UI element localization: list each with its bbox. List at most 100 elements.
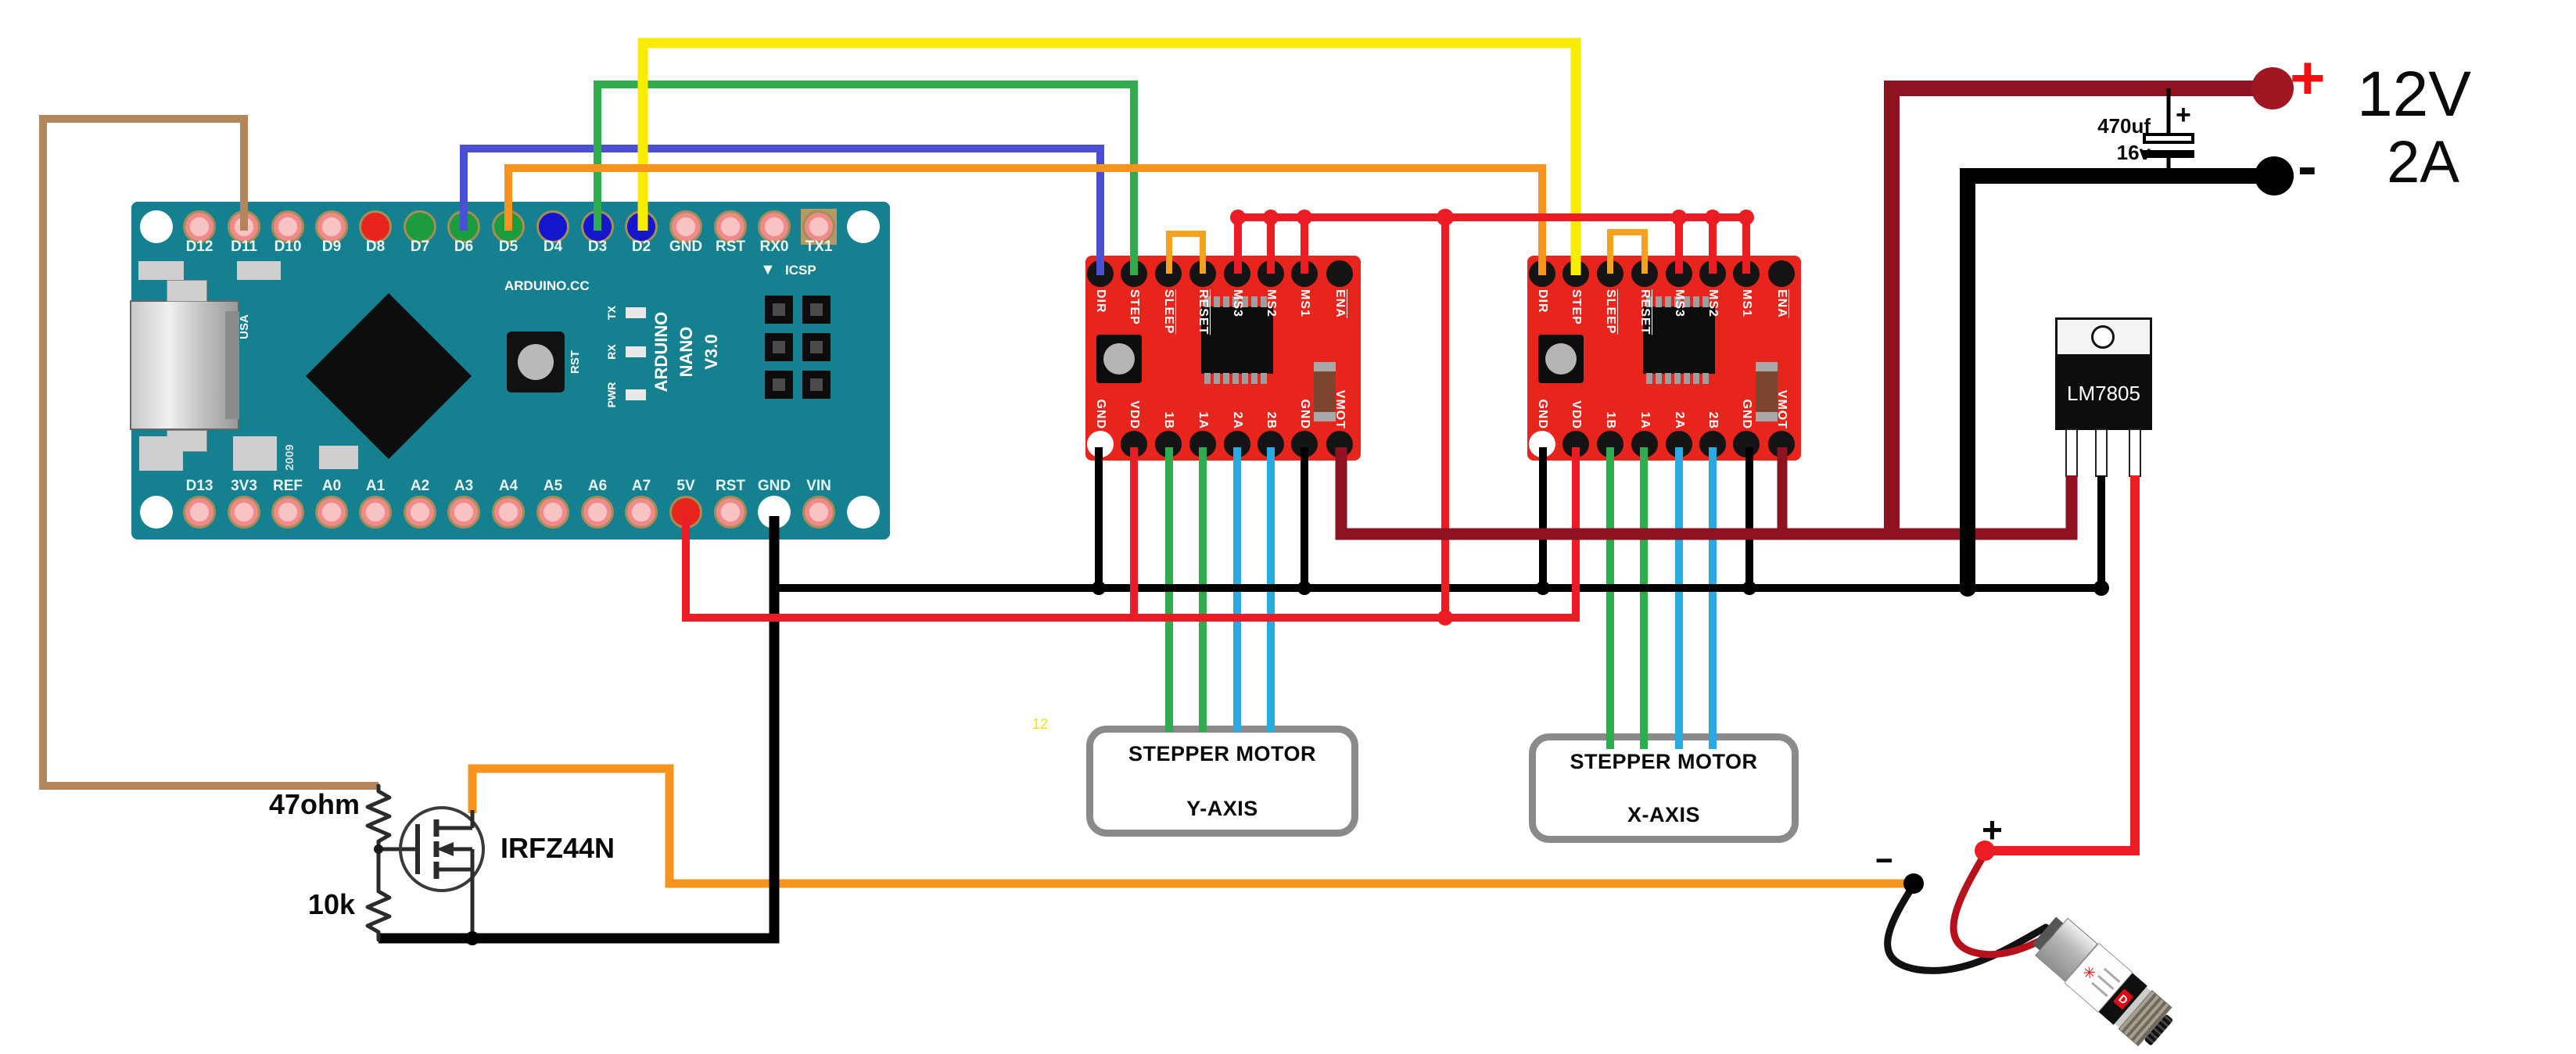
- junction-dot: [1297, 210, 1312, 225]
- brand-line: ARDUINO: [651, 311, 671, 393]
- arduino-pin-bottom-A1: [359, 496, 392, 529]
- arduino-pin-label-3V3: 3V3: [231, 478, 257, 494]
- stepper-driver-x-ic-pin: [1693, 296, 1699, 307]
- stepper-driver-x-smd-cap-end: [1756, 412, 1778, 421]
- regulator-leg-gnd: [2095, 428, 2108, 477]
- stepper-driver-x-ic-pin: [1693, 373, 1699, 384]
- icsp-header-pin-center: [810, 341, 823, 353]
- reset-silk-label: RST: [569, 350, 582, 374]
- arduino-mounting-hole: [140, 210, 173, 243]
- arduino-pin-bottom-A0: [315, 496, 348, 529]
- resistor-10k-label: 10k: [307, 888, 355, 920]
- stepper-driver-x-trimpot-knob: [1545, 343, 1577, 375]
- brand-line: V3.0: [701, 334, 721, 370]
- stepper-driver-y-ic-pin: [1232, 373, 1239, 384]
- stepper-driver-x-ic-pin: [1674, 296, 1681, 307]
- arduino-pin-label-D2: D2: [631, 238, 651, 255]
- stepper-driver-y-ic-pin: [1204, 373, 1211, 384]
- arduino-pin-bottom-REF: [271, 496, 304, 529]
- rx-led: [626, 346, 646, 357]
- stepper-driver-x-ic-pin: [1702, 373, 1709, 384]
- icsp-header-pin-center: [773, 378, 785, 391]
- stepper-driver-y-pin-VDD-bottom: [1121, 431, 1147, 457]
- stepper-driver-y-trimpot-knob: [1103, 343, 1135, 375]
- stray-mark: 12: [1032, 716, 1049, 732]
- stepper-driver-y-pin-label-GND-bottom: GND: [1094, 399, 1107, 429]
- arduino-pin-label-A3: A3: [454, 478, 474, 494]
- stepper-driver-y-pin-RESET: [1189, 260, 1216, 287]
- stepper-driver-x-ic-pin: [1656, 373, 1662, 384]
- laser-plus-label: +: [1982, 809, 2003, 850]
- capacitor-value-label: 470uf: [2097, 114, 2151, 138]
- resistor-47ohm-label: 47ohm: [268, 788, 360, 820]
- stepper-driver-y-pin-label-1B-bottom: 1B: [1162, 411, 1175, 429]
- icsp-header-pin-center: [810, 378, 823, 391]
- junction-dot: [1437, 610, 1453, 626]
- arduino-pin-label-REF: REF: [273, 478, 303, 494]
- icsp-header-pin: [765, 333, 793, 361]
- stepper-driver-y-pin-label-GND-bottom: GND: [1298, 399, 1311, 429]
- stepper-driver-y-pin-MS1: [1291, 260, 1318, 287]
- motor-x-title: STEPPER MOTOR: [1570, 750, 1758, 773]
- stepper-driver-y-pin-label-2A-bottom: 2A: [1231, 411, 1244, 429]
- arduino-pin-label-TX1: TX1: [805, 238, 833, 255]
- laser-wire-black: [1884, 881, 2050, 974]
- junction-dot: [1903, 873, 1924, 894]
- stepper-driver-y-ic-pin: [1261, 296, 1267, 307]
- stepper-driver-y-pin-label-VMOT-bottom: VMOT: [1333, 389, 1347, 429]
- icsp-header-pin-center: [773, 303, 785, 316]
- stepper-driver-x-pin-label-VMOT-bottom: VMOT: [1775, 389, 1788, 429]
- stepper-driver-y-pin-MS3: [1224, 260, 1250, 287]
- stepper-driver-x-pin-label-VDD-bottom: VDD: [1570, 400, 1583, 429]
- arduino-pin-label-GND: GND: [757, 478, 791, 494]
- stepper-driver-x-ic-pin: [1674, 373, 1681, 384]
- arduino-pin-label-RST: RST: [716, 238, 745, 255]
- arduino-pin-label-A6: A6: [587, 478, 608, 494]
- arduino-pin-label-D4: D4: [543, 238, 563, 255]
- usa-silk-label: USA: [238, 314, 251, 339]
- arduino-pin-bottom-D13: [183, 496, 216, 529]
- arduino-pin-label-D6: D6: [454, 238, 474, 255]
- stepper-driver-x-pin-label-2A-bottom: 2A: [1673, 411, 1686, 429]
- laser-minus-label: --: [1875, 841, 1893, 876]
- solder-pad: [139, 436, 183, 471]
- junction-dot: [374, 844, 383, 854]
- arduino-pin-label-RX0: RX0: [759, 238, 789, 255]
- arduino-pin-bottom-A6: [581, 496, 614, 529]
- stepper-driver-y-smd-cap-end: [1314, 412, 1336, 421]
- stepper-motor-y-box: STEPPER MOTOR Y-AXIS: [1086, 726, 1358, 837]
- year-silk-label: 2009: [283, 444, 296, 471]
- junction-dot: [1297, 581, 1311, 595]
- stepper-driver-y-ic-pin: [1214, 373, 1220, 384]
- motor-y-title: STEPPER MOTOR: [1128, 742, 1317, 765]
- stepper-driver-x-driver-ic: [1643, 307, 1715, 374]
- stepper-driver-y-pin-ENA: [1326, 260, 1353, 287]
- arduino-pin-bottom-5V: [669, 496, 702, 529]
- icsp-label: ICSP: [785, 263, 816, 278]
- stepper-driver-x-ic-pin: [1665, 373, 1671, 384]
- stepper-driver-x-ic-pin: [1702, 296, 1709, 307]
- arduino-pin-label-A2: A2: [410, 478, 430, 494]
- stepper-driver-y-pin-GND-bottom: [1291, 431, 1318, 457]
- stepper-driver-x-pin-SLEEP: [1597, 260, 1623, 287]
- stepper-driver-x-ic-pin: [1646, 373, 1652, 384]
- motor-x-axis: X-AXIS: [1627, 803, 1701, 826]
- arduino-pin-label-D10: D10: [274, 238, 302, 255]
- arduino-pin-label-A4: A4: [498, 478, 518, 494]
- stepper-driver-y-ic-pin: [1204, 296, 1211, 307]
- stepper-driver-x-pin-label-1A-bottom: 1A: [1638, 411, 1652, 429]
- stepper-driver-x-pin-GND-bottom: [1733, 431, 1760, 457]
- stepper-driver-y-pin-label-VDD-bottom: VDD: [1128, 400, 1141, 429]
- capacitor-rating-label: 16v: [2116, 141, 2151, 164]
- regulator-leg-out: [2129, 428, 2141, 477]
- stepper-driver-y-smd-cap-end: [1314, 362, 1336, 371]
- pwr-led-label: PWR: [605, 382, 618, 408]
- stepper-driver-x-pin-VDD-bottom: [1562, 431, 1589, 457]
- junction-dot: [465, 931, 479, 945]
- stepper-driver-x-pin-1B-bottom: [1597, 431, 1623, 457]
- usb-tab-top: [167, 280, 207, 302]
- solder-pad: [138, 261, 184, 280]
